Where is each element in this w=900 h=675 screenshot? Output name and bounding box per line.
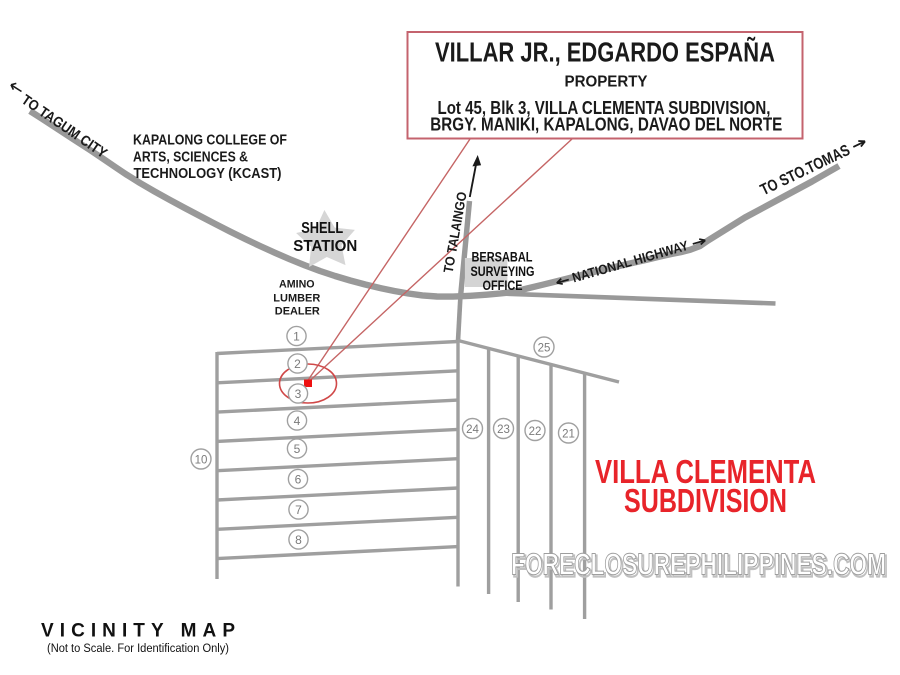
svg-text:SURVEYING: SURVEYING	[471, 264, 535, 279]
svg-text:23: 23	[497, 424, 510, 436]
svg-text:3: 3	[295, 387, 302, 401]
svg-text:TECHNOLOGY (KCAST): TECHNOLOGY (KCAST)	[134, 166, 282, 182]
svg-text:OFFICE: OFFICE	[483, 278, 523, 293]
svg-text:6: 6	[295, 473, 302, 487]
svg-text:Lot 45, Blk 3, VILLA CLEMENTA: Lot 45, Blk 3, VILLA CLEMENTA SUBDIVISIO…	[438, 97, 771, 118]
svg-text:TO TAGUM CITY: TO TAGUM CITY	[18, 92, 110, 162]
svg-text:2: 2	[294, 357, 301, 371]
svg-text:(Not to Scale. For Identificat: (Not to Scale. For Identification Only)	[47, 641, 229, 655]
svg-text:4: 4	[294, 414, 301, 428]
svg-text:FORECLOSUREPHILIPPINES.COM: FORECLOSUREPHILIPPINES.COM	[513, 550, 888, 584]
svg-text:LUMBER: LUMBER	[273, 292, 320, 304]
svg-text:8: 8	[295, 533, 302, 547]
svg-text:BRGY. MANIKI, KAPALONG, DAVAO: BRGY. MANIKI, KAPALONG, DAVAO DEL NORTE	[430, 114, 782, 135]
svg-text:AMINO: AMINO	[279, 279, 315, 291]
svg-text:SUBDIVISION: SUBDIVISION	[624, 482, 787, 519]
svg-text:STATION: STATION	[293, 238, 357, 255]
svg-text:BERSABAL: BERSABAL	[472, 250, 533, 265]
svg-text:7: 7	[295, 503, 302, 517]
svg-text:24: 24	[466, 424, 479, 436]
svg-text:1: 1	[293, 330, 300, 344]
svg-text:FORECLOSUREPHILIPPINES.COM: FORECLOSUREPHILIPPINES.COM	[511, 548, 886, 582]
svg-text:TO STO.TOMAS: TO STO.TOMAS	[758, 142, 853, 199]
svg-text:ARTS, SCIENCES &: ARTS, SCIENCES &	[133, 149, 248, 165]
svg-text:5: 5	[294, 442, 301, 456]
svg-text:VILLAR JR., EDGARDO ESPAÑA: VILLAR JR., EDGARDO ESPAÑA	[435, 37, 775, 68]
svg-text:22: 22	[529, 426, 542, 438]
svg-text:SHELL: SHELL	[301, 220, 343, 237]
svg-text:VILLA CLEMENTA: VILLA CLEMENTA	[595, 453, 816, 490]
svg-text:NATIONAL HIGHWAY: NATIONAL HIGHWAY	[570, 238, 689, 285]
svg-text:VICINITY MAP: VICINITY MAP	[41, 621, 235, 642]
svg-text:KAPALONG COLLEGE OF: KAPALONG COLLEGE OF	[133, 133, 287, 149]
svg-text:21: 21	[562, 429, 575, 441]
svg-text:25: 25	[538, 343, 551, 355]
svg-text:DEALER: DEALER	[275, 306, 320, 318]
svg-text:10: 10	[195, 455, 208, 467]
svg-text:PROPERTY: PROPERTY	[565, 74, 649, 91]
